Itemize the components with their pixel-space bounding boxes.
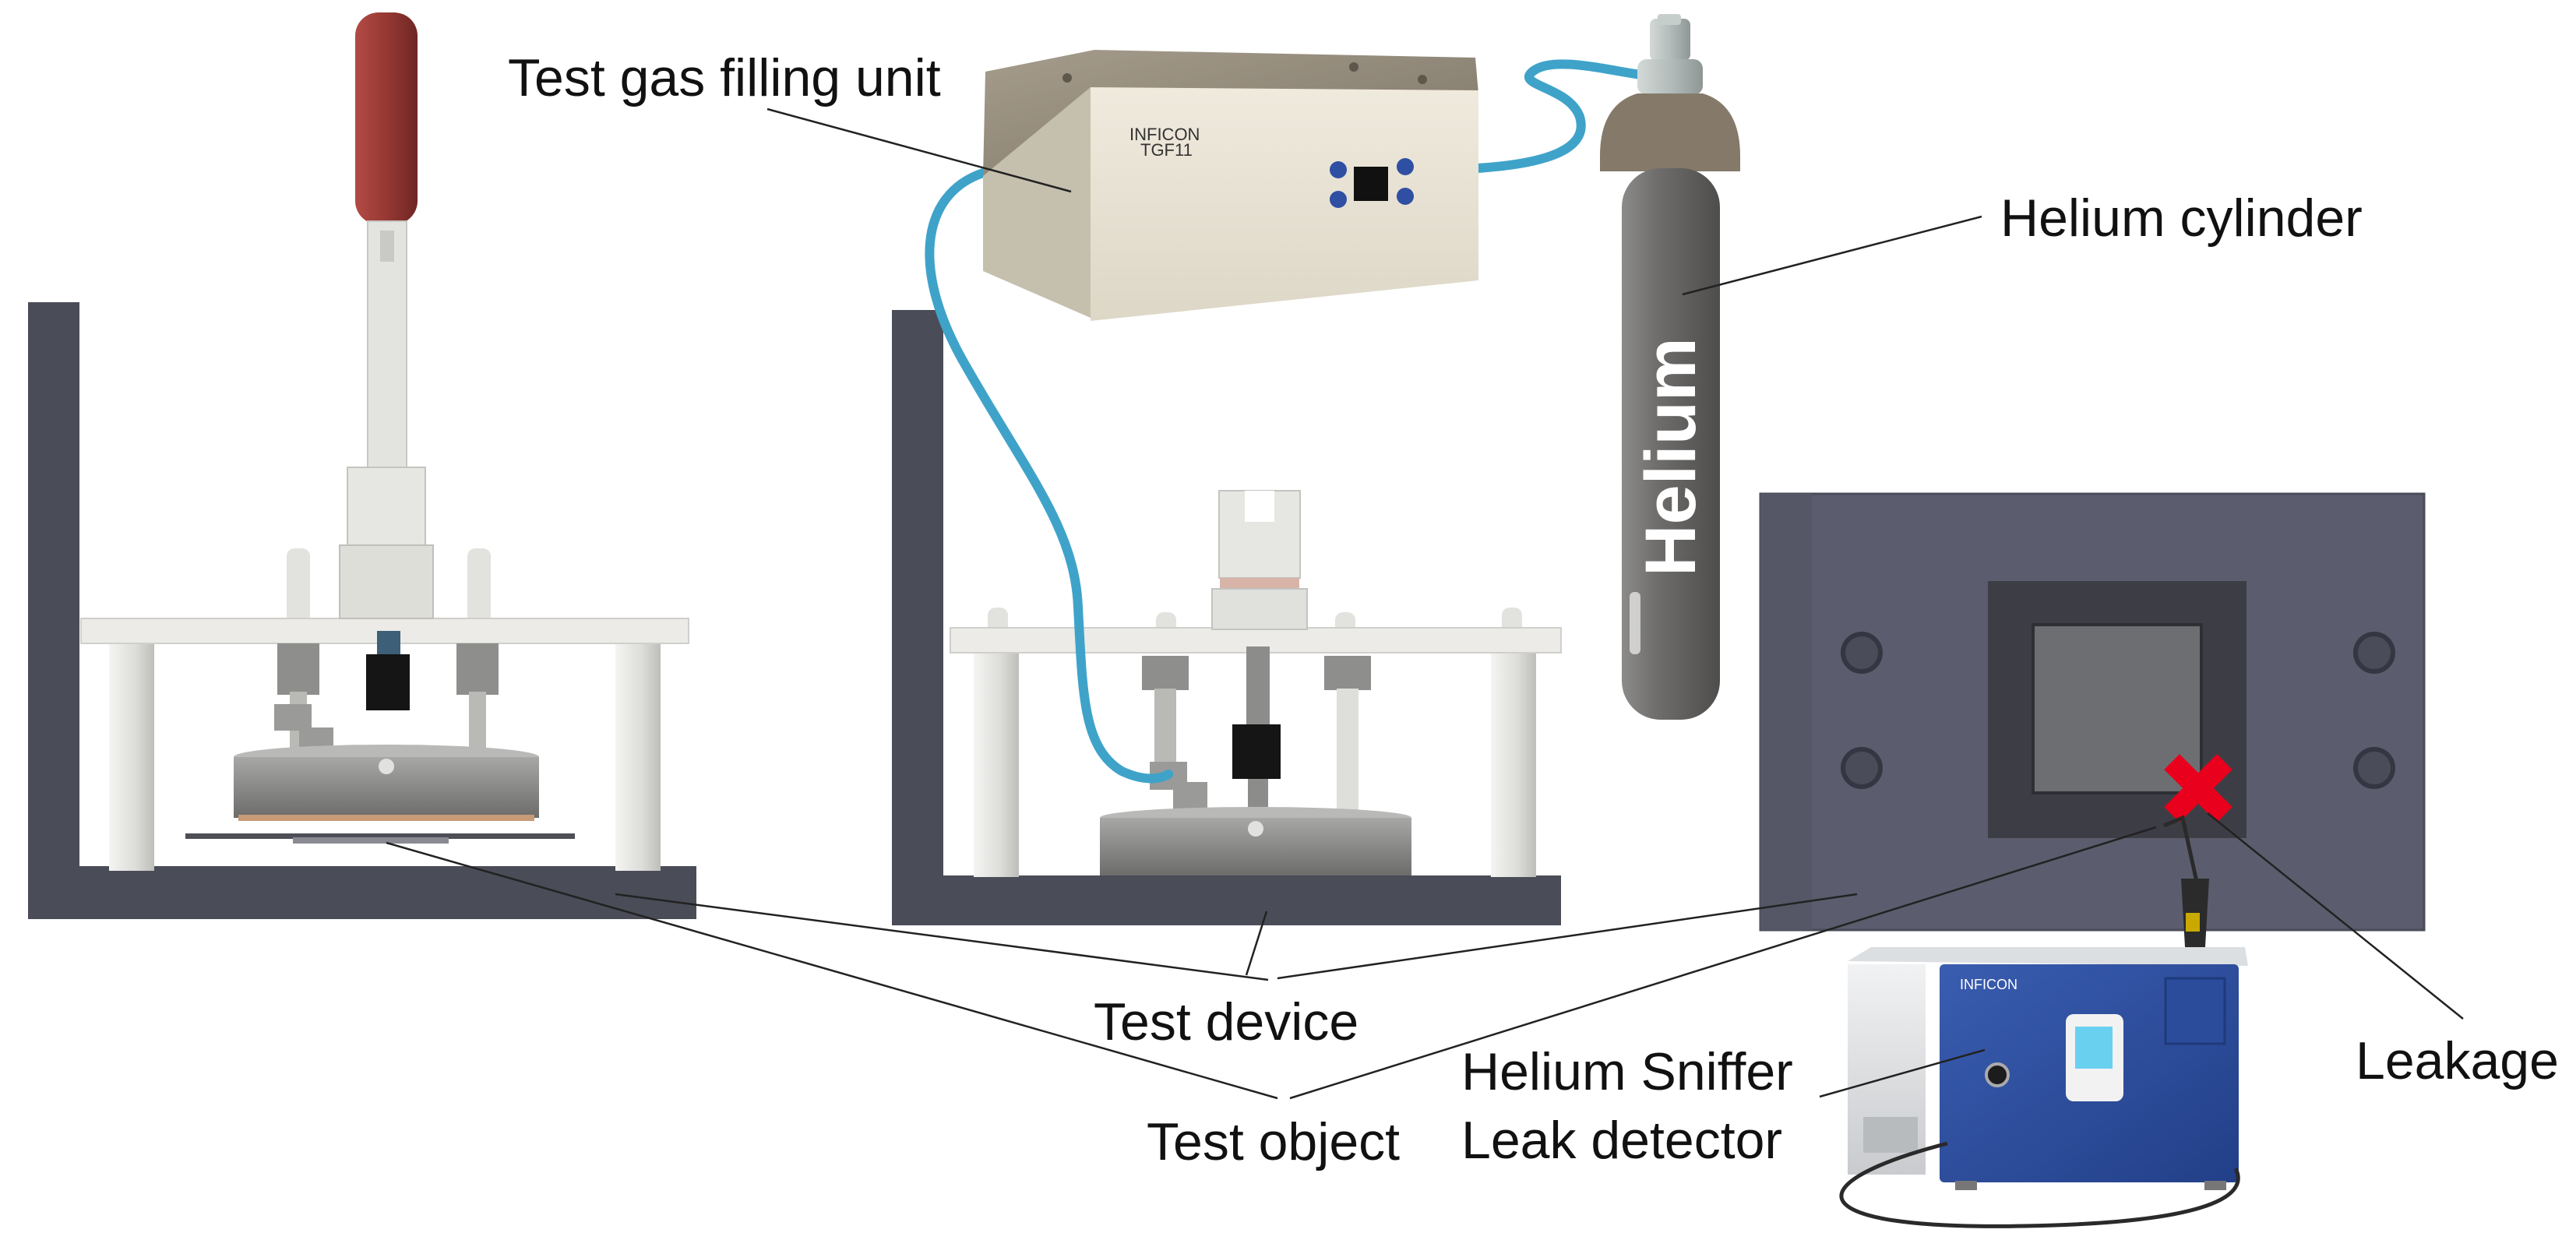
fitting-stem (1154, 689, 1176, 763)
cylinder-highlight (1630, 592, 1640, 654)
device-frame-upright (892, 310, 943, 925)
leader-helium-cylinder (1682, 215, 1982, 296)
mounting-bolt (1841, 632, 1883, 674)
clamp-body (339, 544, 434, 619)
guide-pin (287, 548, 310, 623)
leader-leakage (2207, 812, 2464, 1020)
foot-mark (1349, 62, 1358, 72)
cylinder-body (1622, 168, 1720, 720)
chamber-screw (379, 759, 394, 774)
clamp-body (1211, 588, 1308, 630)
cylinder-valve (1650, 19, 1690, 61)
fitting (1142, 656, 1189, 690)
cylinder-valve-cap (1658, 14, 1681, 25)
chamber-screw (1248, 821, 1263, 837)
label-leakage: Leakage (2356, 1031, 2559, 1090)
leader-test-object-left (386, 841, 1278, 1100)
leak-marker-icon (2164, 754, 2232, 823)
elbow-fitting (1150, 762, 1207, 813)
test-object-under (293, 837, 449, 844)
plunger-spring-top (1246, 646, 1270, 727)
leader-helium-sniffer (1819, 1048, 1986, 1098)
device-frame-base (78, 866, 696, 919)
leader-test-object-right (1289, 826, 2157, 1100)
fitting-stem (1337, 689, 1358, 818)
guide-pin (467, 548, 491, 623)
test-object-flange (1760, 494, 1812, 930)
leader-test-device-middle (1245, 911, 1268, 976)
filling-unit-logo: INFICON (1129, 125, 1200, 144)
foot-mark (1062, 73, 1072, 83)
detector-foot (2204, 1181, 2226, 1190)
label-test-gas-filling-unit: Test gas filling unit (508, 48, 941, 107)
filling-unit-button (1330, 191, 1347, 208)
label-test-device: Test device (1094, 992, 1359, 1052)
label-helium-cylinder: Helium cylinder (2000, 188, 2363, 248)
sniffer-probe-grip (2186, 913, 2200, 932)
support-post (974, 648, 1019, 877)
filling-unit-display (1354, 167, 1388, 201)
cylinder-neck (1637, 59, 1703, 95)
elbow-fitting (274, 704, 333, 756)
detector-probe-port (1985, 1062, 2010, 1087)
test-device-left (28, 12, 696, 919)
device-frame-base (943, 875, 1561, 925)
plunger-spring (1232, 724, 1281, 779)
sniffer-probe-tip (2163, 815, 2199, 882)
support-post (109, 639, 154, 871)
device-frame-upright (28, 302, 79, 919)
mounting-bolt (2353, 632, 2395, 674)
clamp-head-slot (1245, 491, 1274, 522)
chamber-seal (238, 815, 534, 821)
mounting-bolt (1841, 747, 1883, 789)
fitting (456, 643, 499, 695)
test-gas-hose (925, 168, 1173, 784)
plunger-spring-bottom (1248, 779, 1268, 807)
support-post (1491, 648, 1536, 877)
filling-unit-model: TGF11 (1140, 140, 1193, 160)
helium-cylinder: Helium (1600, 14, 1740, 720)
test-object-front (1759, 492, 2426, 932)
detector-logo: INFICON (1960, 977, 2017, 992)
label-test-object: Test object (1147, 1112, 1401, 1171)
filling-unit-side (983, 87, 1091, 318)
clamp-arm (367, 220, 407, 479)
clamp-body (347, 467, 426, 554)
clamp-handle (355, 12, 418, 224)
leader-test-device-right (1277, 893, 1858, 980)
filling-unit-front (1091, 87, 1478, 321)
detector-vent (1863, 1117, 1918, 1153)
filling-unit-button (1397, 158, 1414, 175)
filling-unit-button (1330, 161, 1347, 178)
detector-foot (1955, 1181, 1977, 1190)
leader-test-gas-filling-unit (766, 107, 1072, 193)
helium-sniffer-leak-detector: INFICON (1839, 815, 2248, 1228)
helium-supply-hose (1472, 59, 1659, 173)
plunger-spring (366, 654, 410, 710)
clamp-arm-slot (380, 231, 394, 262)
filling-unit-button (1397, 188, 1414, 205)
test-device-middle (892, 310, 1562, 925)
test-object-plate (185, 833, 575, 839)
fitting-stem (469, 692, 486, 754)
fitting (277, 643, 319, 695)
clamp-washer (1220, 578, 1299, 589)
foot-mark (1418, 75, 1427, 84)
fitting (1324, 656, 1371, 690)
power-cable (1839, 1141, 2240, 1228)
test-gas-filling-unit: INFICON TGF11 (983, 50, 1478, 321)
leader-lines (386, 107, 2464, 1100)
probe-holder (2164, 977, 2226, 1045)
cylinder-shoulder (1600, 93, 1740, 171)
mounting-bolt (2353, 747, 2395, 789)
label-helium-sniffer-line2: Leak detector (1461, 1111, 1783, 1170)
label-helium-sniffer-line1: Helium Sniffer (1461, 1042, 1793, 1101)
detector-display (2075, 1027, 2113, 1069)
plunger (377, 631, 400, 654)
detector-top (1848, 947, 2248, 966)
support-post (615, 639, 661, 871)
leader-test-device-left (615, 893, 1269, 981)
cylinder-text: Helium (1631, 337, 1711, 576)
